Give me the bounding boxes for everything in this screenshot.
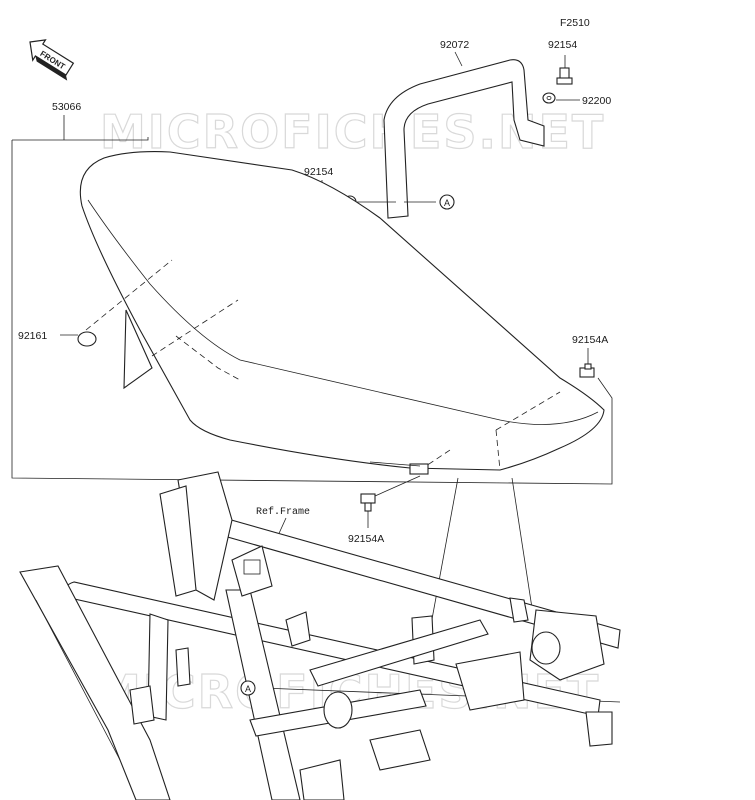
callout-seat: 53066 bbox=[52, 101, 81, 113]
ref-a-bottom-marker: A bbox=[240, 680, 256, 696]
motorcycle-frame bbox=[19, 471, 621, 800]
seat-bracket-top bbox=[12, 137, 149, 141]
callout-bolt-mid: 92154 bbox=[304, 166, 333, 178]
callout-washer-top: 92200 bbox=[582, 95, 611, 107]
svg-text:A: A bbox=[245, 684, 251, 694]
front-arrow-icon: FRONT bbox=[29, 39, 75, 81]
callout-bolt-a-bottom: 92154A bbox=[348, 533, 384, 545]
figure-code: F2510 bbox=[560, 17, 590, 29]
cushion-92161 bbox=[60, 331, 97, 347]
bolt-92154a-right bbox=[579, 348, 595, 378]
svg-text:A: A bbox=[444, 198, 450, 208]
bolt-92154a-bottom bbox=[360, 475, 421, 528]
callout-bolt-top: 92154 bbox=[548, 39, 577, 51]
callout-cushion: 92161 bbox=[18, 330, 47, 342]
callout-grab-bar: 92072 bbox=[440, 39, 469, 51]
callout-ref-frame: Ref.Frame bbox=[256, 506, 310, 518]
leader-to-frame-left bbox=[429, 477, 459, 631]
ref-a-top-marker: A bbox=[439, 194, 455, 210]
washer-92200-top bbox=[542, 92, 580, 104]
callout-bolt-a-right: 92154A bbox=[572, 334, 608, 346]
bolt-92154-top bbox=[556, 55, 573, 85]
seat-group-bracket bbox=[11, 140, 613, 485]
seat bbox=[79, 151, 605, 475]
grab-bar bbox=[383, 51, 545, 219]
